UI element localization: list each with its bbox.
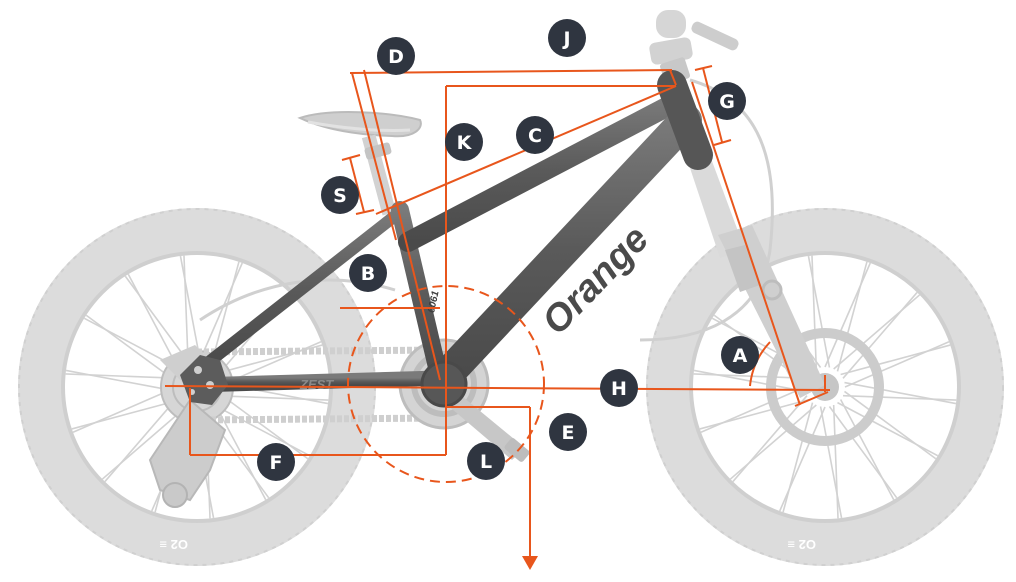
badge-f-label: F [270, 452, 283, 474]
front-fork [684, 145, 825, 398]
pedal [504, 438, 530, 462]
badge-c: C [516, 116, 554, 154]
handlebar-grip [656, 10, 686, 38]
badge-c-label: C [528, 125, 542, 147]
seat-height-tick-bottom [355, 209, 375, 215]
spoke [844, 381, 957, 405]
head-angle-line [691, 81, 801, 406]
badge-e: E [549, 413, 587, 451]
badge-a-label: A [733, 345, 748, 367]
spoke [828, 406, 898, 499]
badge-k-label: K [457, 132, 473, 154]
down-tube [428, 104, 702, 394]
brake-lever [691, 21, 739, 51]
spoke [693, 373, 808, 380]
bike-frame: Orange ZEST 6061 [180, 70, 713, 408]
badge-d: D [377, 37, 415, 75]
spoke [807, 255, 831, 368]
seat-assembly [297, 111, 422, 216]
spoke [782, 402, 814, 513]
badge-e-label: E [562, 422, 575, 444]
frame-model-text: ZEST [299, 377, 334, 392]
badge-g: G [708, 82, 746, 120]
front-rim-text: O2 ≡ [787, 537, 816, 552]
front-wheel: O2 ≡ [646, 208, 1004, 566]
seatstay [199, 206, 406, 371]
spoke [700, 386, 806, 433]
bb-drop-arrow [522, 556, 538, 570]
crank-circle [347, 285, 545, 483]
spoke [836, 261, 868, 372]
spoke [209, 401, 311, 457]
seat-tube-length-line [363, 69, 441, 381]
badge-l-label: L [480, 451, 492, 473]
spoke [72, 386, 178, 433]
badge-b-label: B [361, 263, 375, 285]
spoke [104, 395, 180, 483]
spoke [837, 401, 939, 457]
badge-s-label: S [333, 185, 347, 207]
badge-h-label: H [611, 378, 627, 400]
reach-right-drop [669, 69, 677, 86]
reach-left-drop [351, 72, 397, 241]
badge-s: S [321, 176, 359, 214]
spoke [729, 404, 817, 480]
fork-offset-line [794, 391, 829, 407]
spoke [842, 291, 918, 379]
badge-l: L [467, 442, 505, 480]
spoke [811, 255, 818, 370]
bottom-bracket-shell [420, 360, 468, 408]
badge-j: J [548, 19, 586, 57]
rear-brake-caliper [160, 345, 215, 385]
chain-upper [196, 346, 445, 356]
spoke [840, 344, 951, 376]
head-tube-tick-bottom [713, 139, 732, 146]
badge-g-label: G [719, 91, 735, 113]
badge-h: H [600, 369, 638, 407]
spoke [732, 395, 808, 483]
spoke [832, 404, 839, 519]
front-tire [646, 208, 1004, 566]
wheelbase-line [164, 385, 831, 391]
seat-height-tick-top [341, 154, 361, 161]
rear-rim-text: O2 ≡ [159, 537, 188, 552]
badge-k: K [445, 123, 483, 161]
badge-b: B [349, 254, 387, 292]
spoke [833, 294, 921, 370]
fork-stanchion [684, 145, 745, 258]
geometry-overlay [164, 65, 831, 570]
badge-a: A [721, 336, 759, 374]
top-tube [398, 90, 690, 252]
fork-logo [761, 279, 783, 301]
head-tube [657, 70, 713, 170]
head-tube-tick-top [694, 65, 713, 71]
front-brake-rotor [766, 328, 884, 446]
seat-height-line [349, 157, 365, 213]
badge-j-label: J [561, 28, 570, 50]
dimension-badges: A B C D E F G H J K L S [257, 19, 759, 481]
badge-f: F [257, 443, 295, 481]
front-rim [689, 251, 961, 523]
spoke [65, 373, 180, 380]
badge-d-label: D [388, 46, 404, 68]
chain-lower [196, 414, 445, 424]
chainstay [187, 370, 448, 393]
spoke [819, 406, 843, 519]
spoke [842, 394, 957, 401]
